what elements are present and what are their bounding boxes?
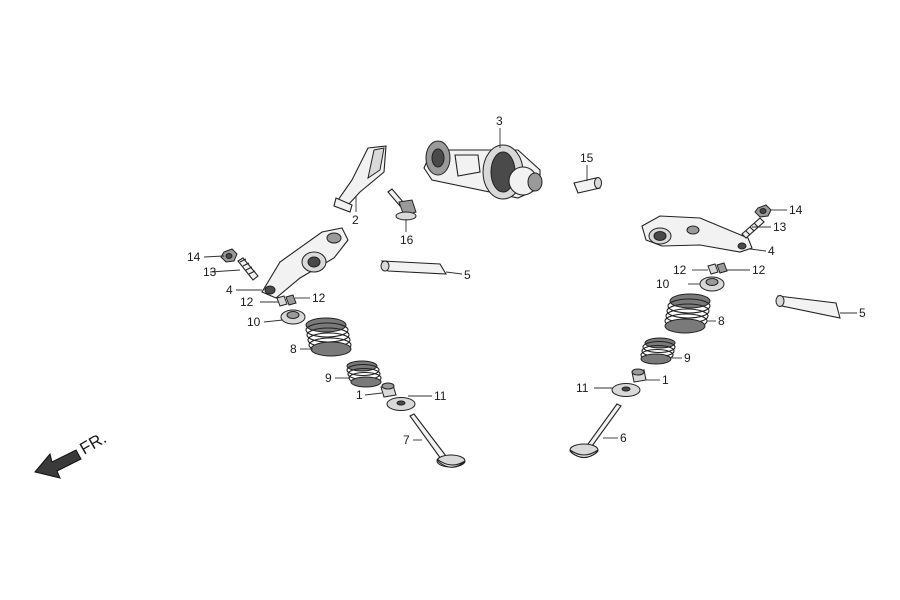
callout-14-left: 14 <box>187 250 201 264</box>
callout-8-left: 8 <box>290 342 297 356</box>
inner-valve-spring-left <box>346 360 382 388</box>
callout-9-right: 9 <box>684 351 691 365</box>
camshaft <box>423 140 543 200</box>
callout-10-right: 10 <box>656 277 670 291</box>
callout-4-left: 4 <box>226 283 233 297</box>
callout-4-right: 4 <box>768 244 775 258</box>
callout-8-right: 8 <box>718 314 725 328</box>
spring-seat-right <box>611 383 641 397</box>
stem-seal-left <box>380 382 397 398</box>
callout-12a-right: 12 <box>673 263 687 277</box>
lock-nut-left <box>220 248 238 263</box>
rocker-shaft-left <box>380 260 448 275</box>
inner-valve-spring-right <box>640 337 676 365</box>
spring-retainer-right <box>699 276 725 292</box>
callout-12b-right: 12 <box>752 263 766 277</box>
outer-valve-spring-right <box>664 293 711 334</box>
callout-15: 15 <box>580 151 594 165</box>
lock-nut-right <box>754 204 772 218</box>
valve-cotters-left <box>276 294 297 307</box>
callout-12a-left: 12 <box>240 295 254 309</box>
leader-lines <box>203 128 857 441</box>
dowel-pin <box>573 177 602 194</box>
callout-5-left: 5 <box>464 268 471 282</box>
flange-bolt <box>387 188 417 221</box>
direction-label: FR. <box>77 428 110 458</box>
callout-7: 7 <box>403 433 410 447</box>
spring-retainer-left <box>280 309 306 325</box>
callout-13-left: 13 <box>203 265 217 279</box>
rocker-arm-right <box>641 215 753 253</box>
valve-cotters-right <box>707 262 728 275</box>
callout-1-left: 1 <box>356 388 363 402</box>
callout-6: 6 <box>620 431 627 445</box>
callout-1-right: 1 <box>662 373 669 387</box>
callout-5-right: 5 <box>859 306 866 320</box>
adjuster-screw-left <box>237 257 259 281</box>
stem-seal-right <box>631 368 647 383</box>
callout-labels: 3 15 16 2 14 13 4 12 12 10 8 9 1 11 7 5 … <box>187 114 866 447</box>
callout-9-left: 9 <box>325 371 332 385</box>
callout-11-left: 11 <box>434 389 447 403</box>
rocker-bracket <box>333 145 387 213</box>
rocker-arm-left <box>261 227 349 299</box>
outer-valve-spring-left <box>305 317 352 357</box>
adjuster-screw-right <box>741 217 765 239</box>
callout-11-right: 11 <box>576 381 589 395</box>
callout-3: 3 <box>496 114 503 128</box>
rocker-shaft-right <box>775 295 841 319</box>
callout-2: 2 <box>352 213 359 227</box>
arrow-left-down-icon <box>34 449 82 479</box>
intake-valve <box>569 403 622 459</box>
callout-12b-left: 12 <box>312 291 326 305</box>
callout-14-right: 14 <box>789 203 803 217</box>
exhaust-valve <box>409 413 466 468</box>
callout-16: 16 <box>400 233 414 247</box>
spring-seat-left <box>386 397 416 411</box>
callout-10-left: 10 <box>247 315 261 329</box>
callout-13-right: 13 <box>773 220 787 234</box>
